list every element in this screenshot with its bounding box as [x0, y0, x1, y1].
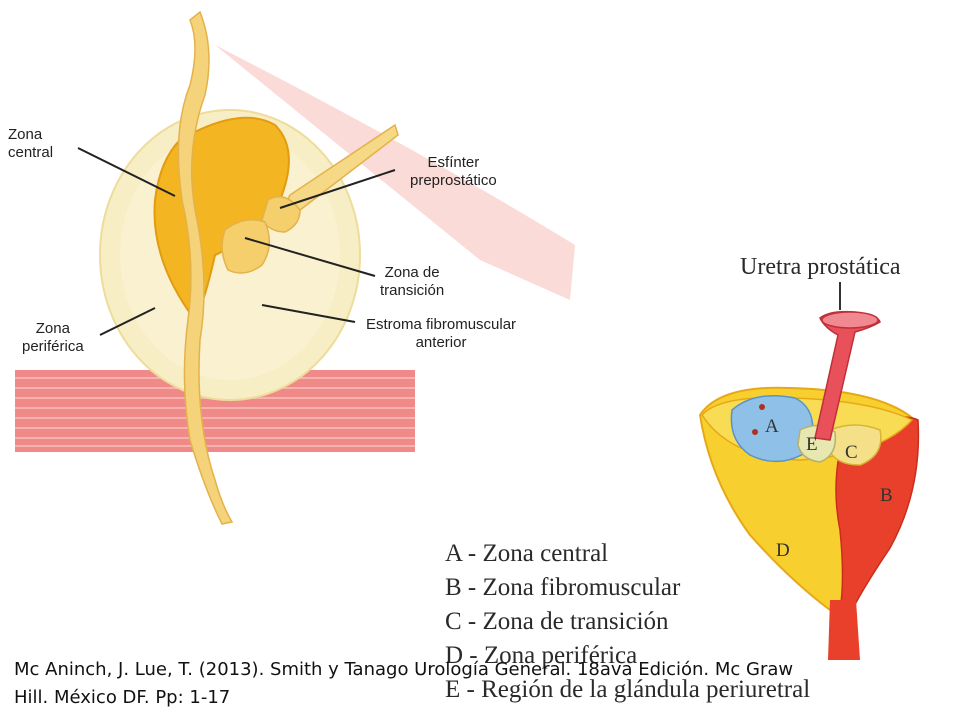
label-central-zone: Zona central [8, 126, 53, 162]
legend-item: E - Región de la glándula periuretral [445, 676, 811, 703]
transition-zone-shape [221, 219, 271, 274]
label-line: periférica [22, 338, 84, 355]
label-line: central [8, 144, 54, 161]
label-line: Estroma fibromuscular [366, 316, 517, 333]
label-line: anterior [415, 334, 467, 351]
legend-item: B - Zona fibromuscular [445, 574, 681, 601]
sphincter-leader [279, 169, 396, 209]
legend-item: C - Zona de transición [445, 608, 669, 635]
zone-letter-b: B [880, 485, 893, 506]
urethra-title: Uretra prostática [740, 254, 901, 280]
citation-line: Hill. México DF. Pp: 1-17 [14, 687, 231, 708]
label-line: Zona [35, 320, 70, 337]
label-line: preprostático [410, 172, 497, 189]
legend-item: D - Zona periférica [445, 642, 638, 669]
peripheral-zone-leader [99, 307, 156, 336]
label-line: transición [380, 282, 445, 299]
central-zone-leader [77, 147, 176, 197]
urethra-shape [177, 10, 234, 525]
label-peripheral-zone: Zona periférica [22, 320, 84, 356]
label-line: Zona de [384, 264, 440, 281]
urethra-outlet-shape [828, 600, 860, 660]
bladder-wall-shape [215, 45, 575, 300]
citation-line: Mc Aninch, J. Lue, T. (2013). Smith y Ta… [14, 659, 794, 680]
citation: Mc Aninch, J. Lue, T. (2013). Smith y Ta… [14, 656, 914, 712]
transition-zone-leader [244, 237, 376, 277]
transition-zone-c-shape [827, 424, 882, 466]
label-sphincter: Esfínter preprostático [410, 154, 497, 190]
zonal-prostate-diagram [698, 282, 920, 660]
stroma-leader [261, 304, 356, 323]
sagittal-prostate-diagram [15, 10, 575, 525]
zone-letter-d: D [776, 540, 790, 561]
label-line: Zona [8, 126, 43, 143]
label-stroma: Estroma fibromuscular anterior [366, 316, 516, 352]
label-transition-zone: Zona de transición [380, 264, 444, 300]
zone-letter-e: E [806, 434, 818, 455]
zone-letter-c: C [845, 442, 858, 463]
zone-letter-a: A [765, 416, 779, 437]
label-line: Esfínter [427, 154, 480, 171]
legend-item: A - Zona central [445, 540, 609, 567]
